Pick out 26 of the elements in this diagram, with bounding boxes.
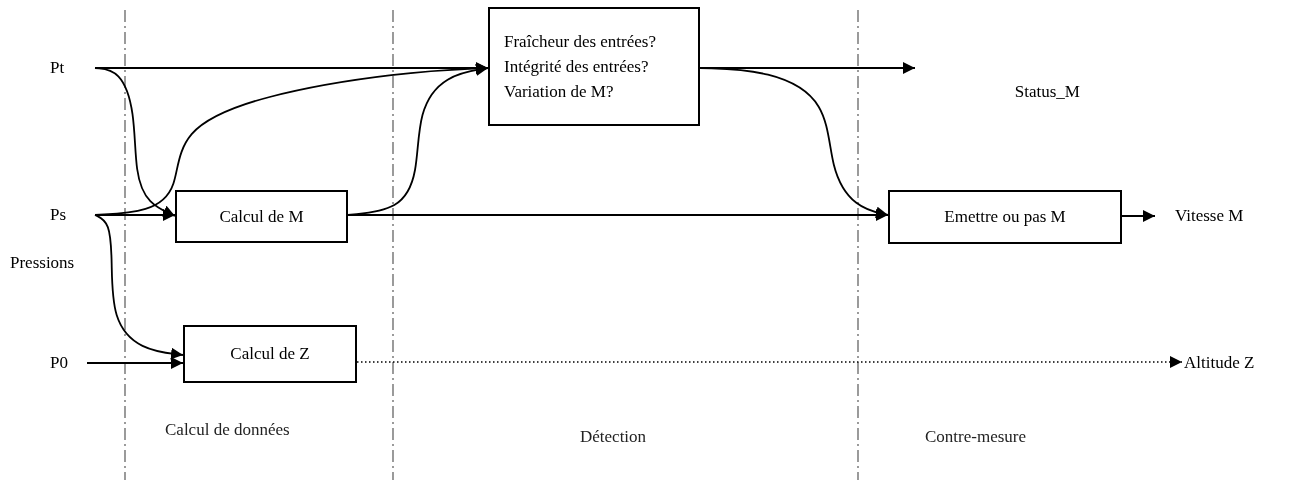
arrow (1121, 210, 1156, 222)
arrow (699, 67, 889, 219)
signal-label: Vitesse M (1175, 206, 1244, 226)
process-box (488, 7, 700, 126)
lane-title: Contre-mesure (925, 427, 1027, 447)
box-text: Fraîcheur des entrées? (504, 31, 657, 53)
arrow (94, 214, 184, 360)
box-text: Calcul de Z (230, 344, 310, 364)
process-box (183, 325, 357, 383)
lane-title: Calcul de données (165, 420, 290, 440)
signal-label: Altitude Z (1184, 353, 1255, 373)
box-text: Variation de M? (504, 81, 615, 103)
process-box (175, 190, 348, 243)
process-box (888, 190, 1122, 244)
box-text: Calcul de M (219, 206, 304, 227)
signal-label: P0 (50, 353, 68, 373)
lane-title: Détection (580, 427, 647, 447)
signal-label: Status_M (1014, 82, 1080, 102)
arrow (86, 357, 184, 369)
arrow (94, 209, 176, 221)
signal-label: Pt (50, 58, 65, 78)
arrow (94, 67, 176, 217)
group-label: Pressions (10, 253, 75, 273)
box-text: Intégrité des entrées? (504, 56, 650, 78)
box-text: Emettre ou pas M (944, 207, 1066, 227)
signal-label: Ps (50, 205, 67, 225)
